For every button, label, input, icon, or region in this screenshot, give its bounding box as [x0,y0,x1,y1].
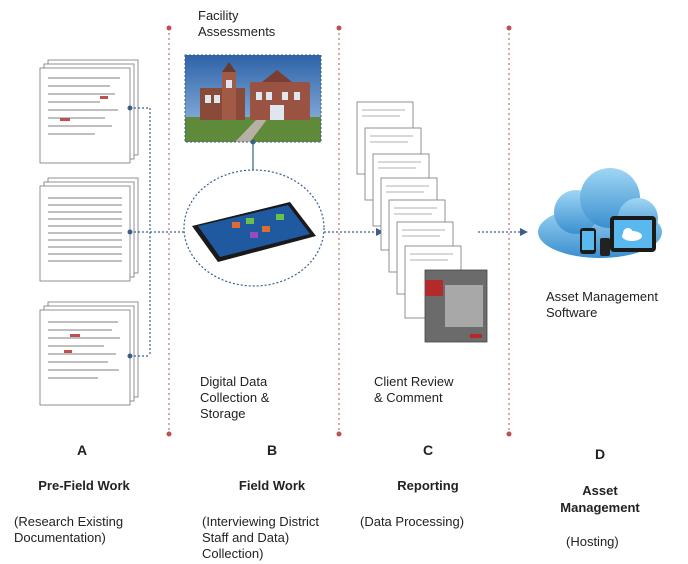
facility-assessments-line-1: Facility [198,8,239,23]
phase-title-a: Pre-Field Work [14,478,154,493]
asset-software-line-2: Software [546,305,598,320]
asset-software-line-1: Asset Management [546,289,659,304]
phase-sub-d-line-1: (Hosting) [566,534,619,549]
tablet-icon [183,169,325,287]
report-stack-icon [356,101,488,343]
phase-title-d-line-2: Management [560,500,640,515]
phase-sub-c-line-1: (Data Processing) [360,514,465,529]
arrow-c-to-d [478,228,528,236]
documents-bracket [130,107,186,357]
digital-data-line-2: Collection & [200,390,270,405]
phase-sub-b-line-3: Collection) [202,546,264,561]
digital-data-line-3: Storage [200,406,246,421]
facility-assessments-line-2: Assessments [198,24,276,39]
phase-title-a-line-1: Pre-Field Work [38,478,130,493]
phase-title-d-line-1: Asset [582,483,618,498]
client-review-line-2: & Comment [374,390,443,405]
digital-data-line-1: Digital Data [200,374,268,389]
phase-letter-b: B [266,442,278,458]
facility-assessments-label: Facility Assessments [198,8,275,40]
document-stack-icon [39,59,139,406]
phase-title-c: Reporting [360,478,496,493]
phase-sub-a: (Research Existing Documentation) [14,514,123,546]
phase-title-b-line-1: Field Work [238,478,306,493]
digital-data-label: Digital Data Collection & Storage [200,374,269,422]
phase-title-d: Asset Management [545,482,655,516]
phase-title-c-line-1: Reporting [397,478,459,493]
phase-title-b: Field Work [204,478,340,493]
cloud-devices-icon [538,168,662,258]
phase-letter-d: D [594,446,606,462]
arrow-b-to-c [324,228,384,236]
phase-sub-a-line-2: Documentation) [14,530,106,545]
client-review-label: Client Review & Comment [374,374,453,406]
phase-sub-b: (Interviewing District Staff and Data) C… [202,514,319,562]
building-photo [184,54,322,143]
phase-letter-a: A [76,442,88,458]
phase-sub-b-line-2: Staff and Data) [202,530,290,545]
phase-letter-c: C [422,442,434,458]
client-review-line-1: Client Review [374,374,454,389]
phase-sub-d: (Hosting) [566,534,619,550]
phase-sub-b-line-1: (Interviewing District [202,514,320,529]
asset-software-label: Asset Management Software [546,289,658,321]
phase-sub-a-line-1: (Research Existing [14,514,124,529]
phase-sub-c: (Data Processing) [360,514,464,530]
